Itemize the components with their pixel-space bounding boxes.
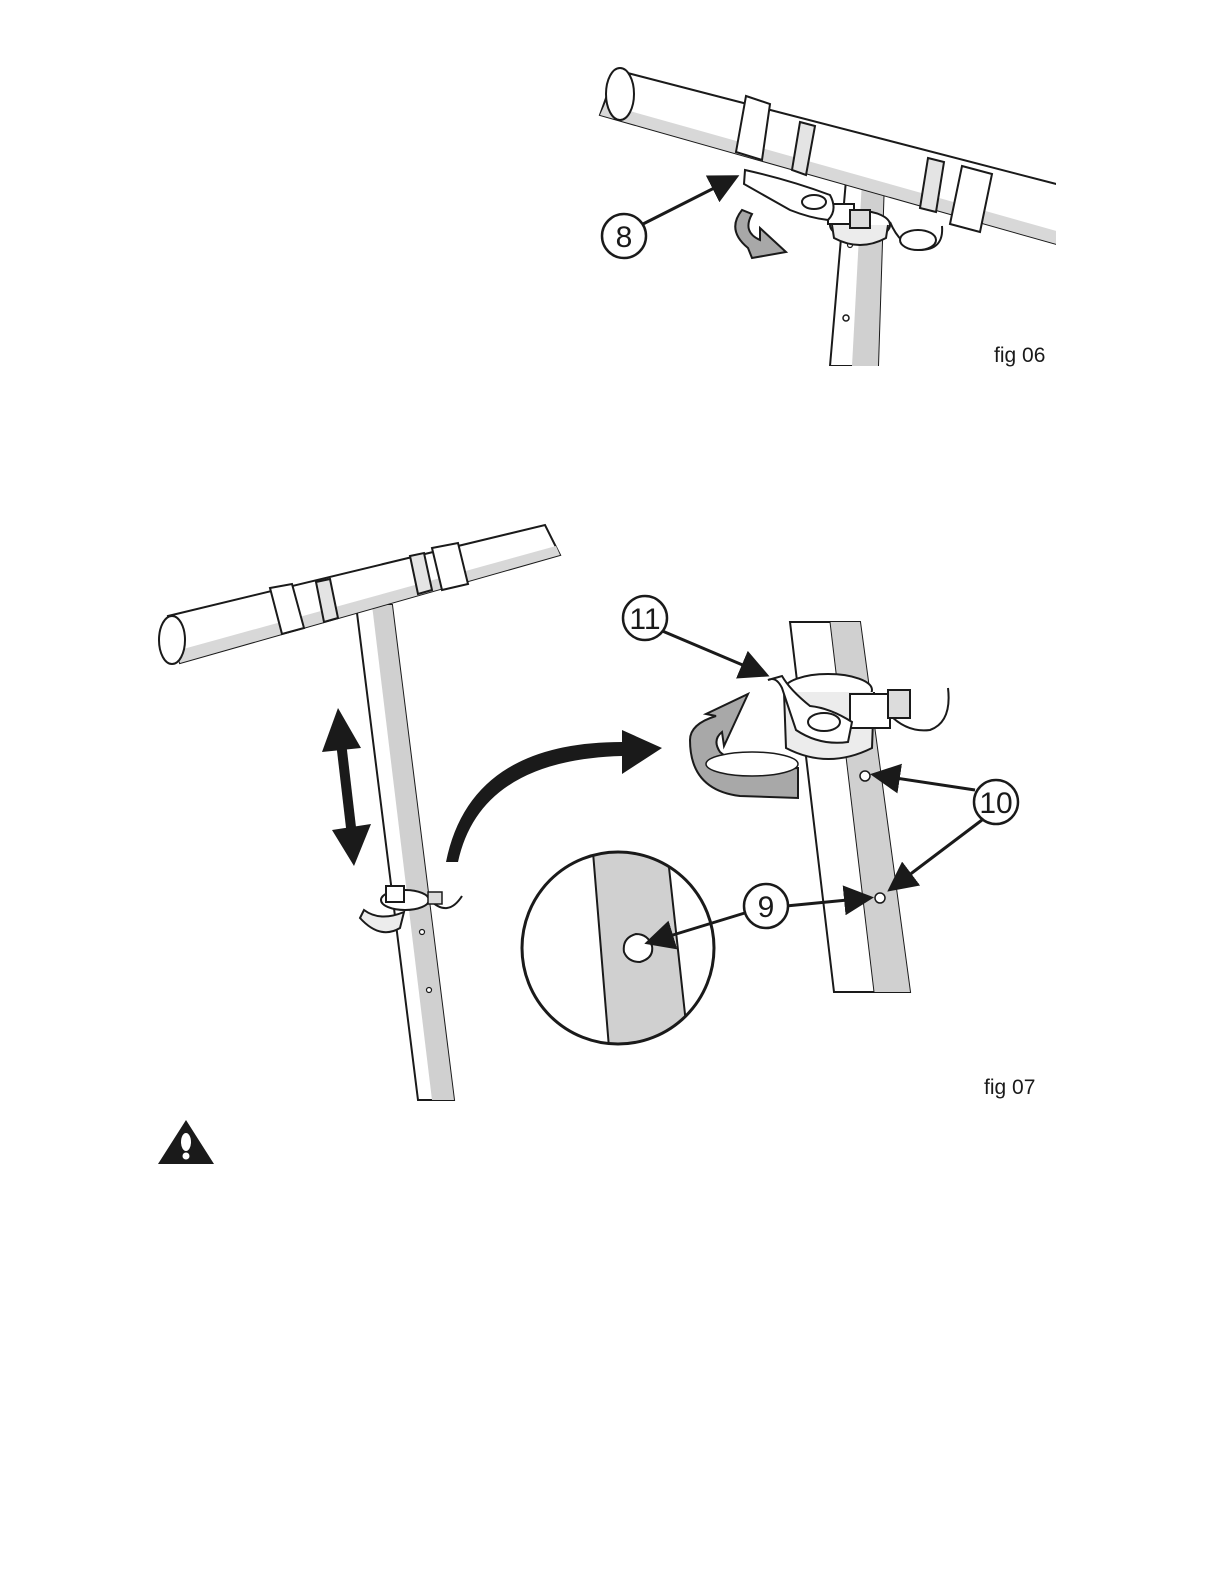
fig-06-illustration — [600, 68, 1060, 366]
fig-07-label: fig 07 — [984, 1076, 1035, 1099]
fig-06-label: fig 06 — [994, 344, 1045, 367]
callout-11-number: 11 — [629, 603, 660, 636]
callout-8: 8 — [602, 178, 734, 258]
height-adjust-arrow-icon — [322, 708, 371, 866]
fig-07-scooter-stem — [159, 525, 560, 1100]
warning-triangle-icon — [158, 1120, 214, 1164]
callout-11: 11 — [623, 596, 764, 674]
detail-curved-arrow-icon — [446, 730, 662, 862]
callout-10-number: 10 — [979, 787, 1012, 820]
pin-detail-magnifier — [522, 840, 714, 1060]
close-lever-arrow-icon — [690, 694, 798, 798]
callout-9-number: 9 — [758, 891, 775, 924]
push-pin — [624, 934, 653, 962]
rotate-arrow-icon — [735, 210, 786, 258]
callout-8-number: 8 — [616, 221, 633, 254]
callout-10: 10 — [876, 775, 1018, 888]
